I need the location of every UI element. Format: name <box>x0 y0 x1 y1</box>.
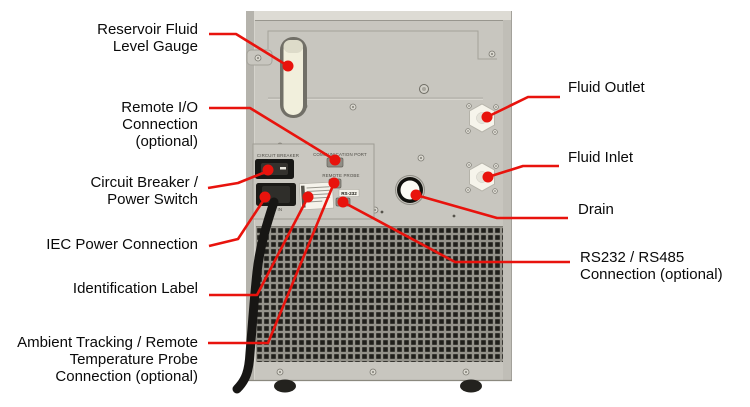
line-circuit-breaker <box>207 169 269 190</box>
line-iec-power <box>208 197 267 248</box>
callout-reservoir-fluid-level-gauge: Reservoir Fluid Level Gauge <box>97 21 198 55</box>
screws <box>254 50 499 376</box>
line-fluid-outlet <box>486 95 560 119</box>
callout-dots <box>259 60 494 208</box>
remote-probe-panel-text: REMOTE PROBE <box>322 173 359 178</box>
right-foot <box>460 379 482 393</box>
dot-iec-power <box>259 191 271 203</box>
line-identification <box>209 196 310 297</box>
dot-fluid-outlet <box>481 111 493 123</box>
small-hole-2 <box>452 214 456 218</box>
line-remote-io <box>209 106 336 162</box>
reservoir-gauge <box>280 37 307 118</box>
callout-rs232-rs485-connection: RS232 / RS485 Connection (optional) <box>580 249 723 283</box>
callout-circuit-breaker-power-switch: Circuit Breaker / Power Switch <box>90 174 198 208</box>
dot-rs232 <box>337 196 349 208</box>
line-rs232 <box>342 200 570 264</box>
dot-fluid-inlet <box>482 171 494 183</box>
line-ambient-tracking <box>208 182 336 345</box>
callout-iec-power-connection: IEC Power Connection <box>46 236 198 253</box>
communication-port-panel-text: COMMUNICATION PORT <box>313 152 367 157</box>
circuit-breaker-panel-text: CIRCUIT BREAKER <box>257 153 299 158</box>
vent-grille <box>256 226 503 362</box>
dot-identification <box>302 191 314 203</box>
callout-remote-io-connection: Remote I/O Connection (optional) <box>121 99 198 150</box>
rs232-panel-text: RS-232 <box>341 191 357 196</box>
line-fluid-inlet <box>487 164 559 179</box>
callout-fluid-inlet: Fluid Inlet <box>568 149 634 166</box>
dot-remote-io <box>329 154 341 166</box>
gauge-window <box>283 40 303 115</box>
callout-fluid-outlet: Fluid Outlet <box>568 79 645 96</box>
line-drain <box>415 193 568 220</box>
dot-reservoir <box>282 60 294 72</box>
left-foot <box>274 379 296 393</box>
dot-ambient-tracking <box>328 177 340 189</box>
line-reservoir <box>209 32 289 68</box>
small-hole <box>380 210 384 214</box>
callout-lines <box>207 32 570 345</box>
circuit-breaker-switch <box>255 159 294 179</box>
callout-ambient-tracking-probe: Ambient Tracking / Remote Temperature Pr… <box>17 334 198 385</box>
dot-drain <box>410 189 422 201</box>
drain-port <box>395 175 425 205</box>
power-cord <box>232 197 279 394</box>
callout-drain: Drain <box>578 201 614 218</box>
dot-circuit-breaker <box>262 164 274 176</box>
callout-identification-label: Identification Label <box>72 280 198 297</box>
